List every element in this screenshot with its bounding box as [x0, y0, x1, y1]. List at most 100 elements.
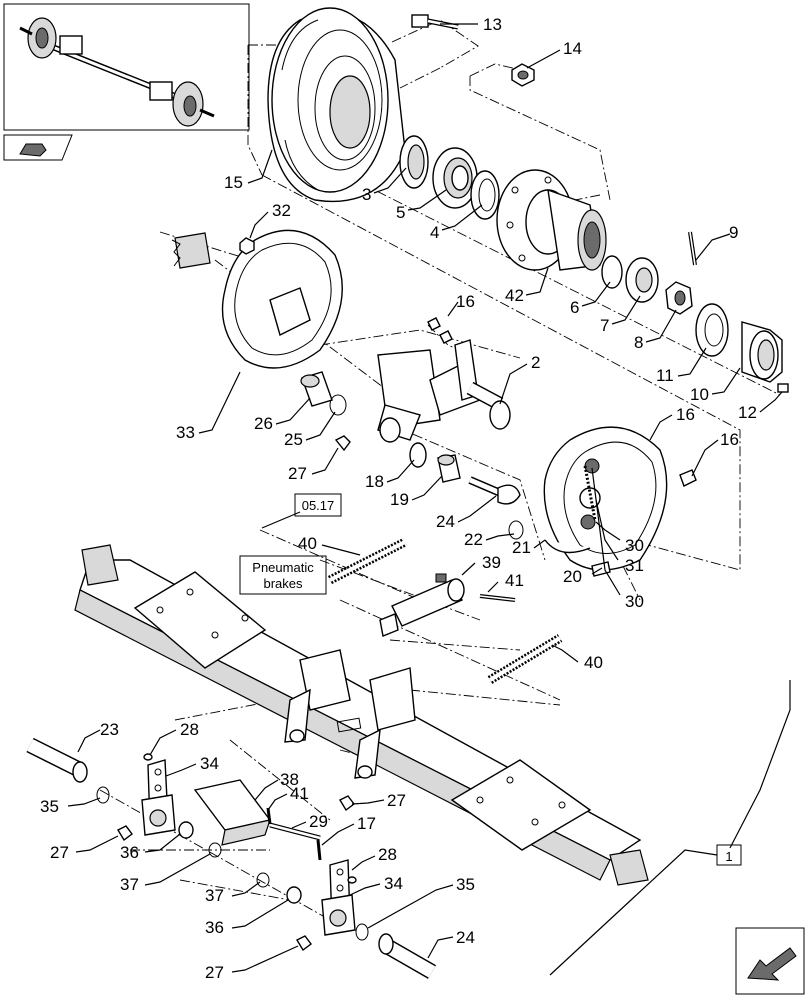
return-spring-lower — [487, 634, 563, 684]
axle-spindle — [377, 339, 511, 443]
outer-bearing — [625, 257, 659, 303]
callout-36-right: 36 — [205, 918, 224, 937]
callout-24-lower: 24 — [456, 928, 475, 947]
reference-number: 05.17 — [302, 498, 335, 513]
inner-bearing — [432, 147, 478, 209]
cap-screw — [777, 383, 789, 393]
brake-shoe-assembly — [543, 426, 668, 571]
callout-7: 7 — [600, 316, 609, 335]
callout-26: 26 — [254, 414, 273, 433]
callout-27-middle: 27 — [387, 791, 406, 810]
callout-34-right: 34 — [384, 874, 403, 893]
brake-drum — [267, 7, 406, 203]
next-page-nav[interactable] — [735, 927, 805, 995]
dust-shield — [221, 229, 343, 369]
callout-39: 39 — [482, 553, 501, 572]
callout-37-left: 37 — [120, 875, 139, 894]
callout-8: 8 — [634, 333, 643, 352]
leader-lines — [67, 23, 783, 973]
bearing-cup — [470, 170, 500, 220]
callout-27-left: 27 — [50, 843, 69, 862]
callout-33: 33 — [176, 423, 195, 442]
spline-shaft-end — [171, 232, 211, 269]
callout-22: 22 — [464, 530, 483, 549]
callout-28-left: 28 — [180, 720, 199, 739]
thrust-washer — [409, 442, 427, 468]
axle-beam-lower — [74, 544, 649, 886]
split-pin — [688, 231, 697, 266]
callout-35-left: 35 — [40, 797, 59, 816]
callout-21: 21 — [512, 538, 531, 557]
camshaft-bushing-2 — [437, 454, 461, 483]
split-pin-17 — [316, 839, 322, 861]
callout-40-lower: 40 — [584, 653, 603, 672]
arrow-icon — [19, 143, 47, 157]
return-spring-upper — [327, 537, 408, 585]
wheel-hub — [496, 169, 607, 271]
hub-cap — [741, 321, 783, 383]
washers-and-clips — [96, 753, 369, 952]
clevis-pin-upper — [479, 594, 516, 602]
hub-cap-gasket — [695, 303, 729, 357]
callout-36-left: 36 — [120, 843, 139, 862]
axle-thumbnail — [3, 3, 250, 131]
callout-23: 23 — [100, 720, 119, 739]
assembly-1-box[interactable]: 1 — [549, 680, 791, 976]
callout-27-upper: 27 — [288, 464, 307, 483]
callout-29: 29 — [309, 812, 328, 831]
outer-seal — [601, 255, 623, 289]
callout-28-right: 28 — [378, 845, 397, 864]
castle-nut — [665, 281, 693, 315]
circlip — [329, 394, 347, 416]
callout-11: 11 — [656, 366, 674, 385]
pneumatic-label-line2: brakes — [263, 576, 303, 591]
callout-37-right: 37 — [205, 886, 224, 905]
callout-3: 3 — [362, 185, 371, 204]
callout-labels: 13 14 15 3 5 4 9 32 42 6 7 8 16 11 10 12… — [40, 15, 757, 982]
callout-31: 31 — [625, 556, 644, 575]
callout-13: 13 — [483, 15, 502, 34]
callout-4: 4 — [430, 223, 439, 242]
grease-nipple-upper — [334, 435, 351, 452]
callout-41-lower: 41 — [290, 784, 309, 803]
wheel-bolt — [411, 14, 459, 30]
arrow-down-left-icon — [747, 947, 797, 981]
callout-10: 10 — [690, 385, 709, 404]
slack-adjuster-right — [321, 859, 356, 936]
callout-2: 2 — [531, 353, 540, 372]
callout-30-upper: 30 — [625, 536, 644, 555]
callout-42: 42 — [505, 286, 524, 305]
callout-19: 19 — [390, 490, 409, 509]
brake-chamber — [379, 573, 465, 637]
brake-rod-right — [378, 933, 436, 979]
reference-box-link[interactable]: 05.17 — [261, 493, 342, 529]
s-camshaft — [468, 476, 521, 505]
cylinder-bracket — [193, 779, 272, 846]
callout-12: 12 — [738, 403, 757, 422]
pneumatic-brakes-link[interactable]: Pneumatic brakes — [239, 555, 327, 595]
split-pin-41 — [266, 807, 272, 825]
callout-16-upper: 16 — [456, 292, 475, 311]
cross-shaft — [269, 822, 321, 841]
callout-40-upper: 40 — [298, 534, 317, 553]
callout-30-lower: 30 — [625, 592, 644, 611]
hub-seal — [399, 135, 429, 189]
view-navigation-tab[interactable] — [3, 134, 73, 161]
callout-32: 32 — [272, 201, 291, 220]
callout-20: 20 — [563, 567, 582, 586]
bolt-16-upper — [427, 317, 453, 344]
callout-24-upper: 24 — [436, 512, 455, 531]
brake-rod-left — [26, 737, 88, 783]
roller — [508, 520, 524, 540]
callout-25: 25 — [284, 430, 303, 449]
callout-17: 17 — [357, 814, 376, 833]
shoe-bolt — [679, 469, 697, 487]
camshaft-bushing — [300, 371, 333, 407]
callout-9: 9 — [729, 223, 738, 242]
assembly-number: 1 — [725, 849, 732, 864]
callout-34-left: 34 — [200, 754, 219, 773]
callout-38: 38 — [280, 770, 299, 789]
callout-6: 6 — [570, 298, 579, 317]
wheel-nut — [511, 63, 535, 87]
